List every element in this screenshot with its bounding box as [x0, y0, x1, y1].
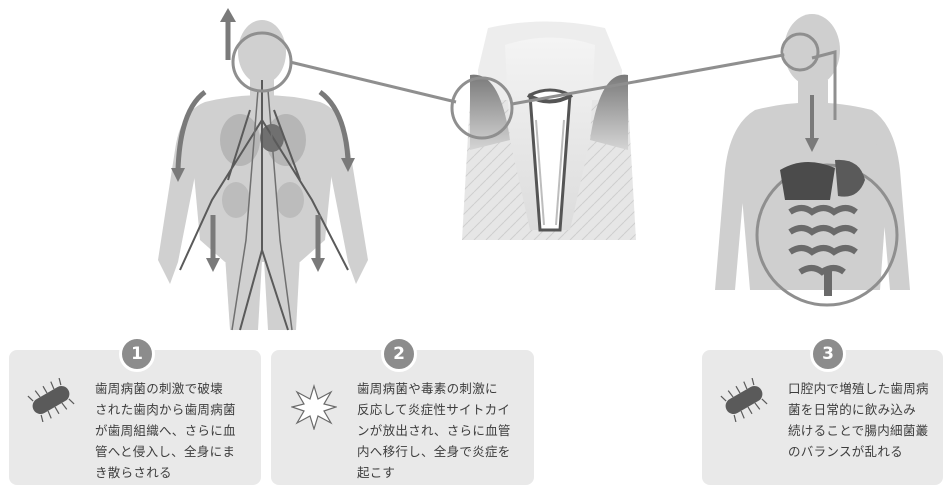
explanation-card-1: 1 歯周病菌の刺激で破壊 された歯肉から歯周病菌 が歯周組織へ、さらに血 管へと… [9, 350, 261, 485]
bacterium-icon [21, 378, 81, 422]
circulatory-body-figure [158, 20, 368, 330]
step-number-badge: 2 [381, 336, 417, 372]
card-2-text: 歯周病菌や毒素の刺激に 反応して炎症性サイトカイ ンが放出され、さらに血管 内へ… [357, 378, 527, 483]
starburst-icon [291, 384, 337, 430]
card-3-text: 口腔内で増殖した歯周病 菌を日常的に飲み込み 続けることで腸内細菌叢 のバランス… [788, 378, 938, 462]
step-number-badge: 3 [810, 336, 846, 372]
card-1-text: 歯周病菌の刺激で破壊 された歯肉から歯周病菌 が歯周組織へ、さらに血 管へと侵入… [95, 378, 255, 483]
step-number-badge: 1 [119, 336, 155, 372]
explanation-card-3: 3 口腔内で増殖した歯周病 菌を日常的に飲み込み 続けることで腸内細菌叢 のバラ… [702, 350, 943, 485]
explanation-card-2: 2 歯周病菌や毒素の刺激に 反応して炎症性サイトカイ ンが放出され、さらに血管 … [271, 350, 534, 485]
tooth-cross-section [462, 22, 636, 241]
bacterium-icon [714, 378, 774, 422]
